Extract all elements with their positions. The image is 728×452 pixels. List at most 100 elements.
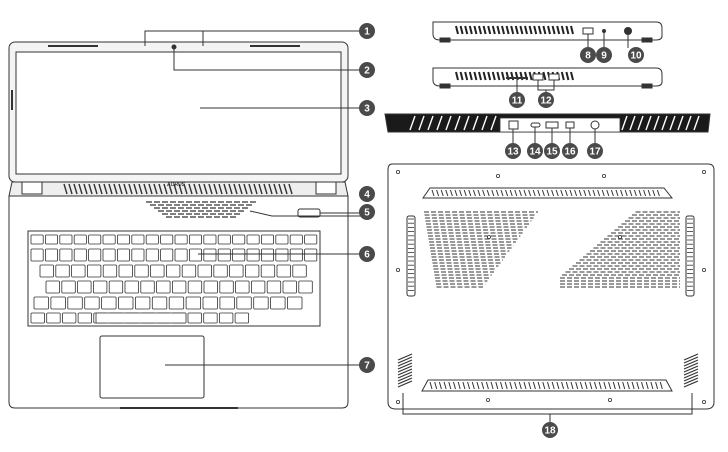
key [61, 280, 76, 294]
callout-badge-16 [562, 143, 578, 159]
callout-number: 5 [364, 208, 370, 219]
vent-slit [495, 189, 499, 197]
vent-slit [188, 183, 193, 195]
screws [395, 169, 707, 404]
callout-badge-10 [628, 47, 644, 63]
vent-slit [547, 381, 550, 390]
vent-slit [472, 189, 476, 197]
speaker-grille-line [397, 380, 413, 388]
vent-slit [98, 183, 103, 195]
speaker-grille-line [683, 380, 699, 388]
vent-slit [570, 25, 574, 35]
key [124, 280, 139, 294]
key [46, 312, 61, 324]
vent-slit [459, 189, 463, 197]
vent-slit [685, 115, 692, 131]
key [270, 296, 286, 310]
vent-slit [278, 183, 283, 195]
screw [495, 173, 500, 178]
vent-slit [203, 183, 208, 195]
key [287, 296, 303, 310]
vent-slit [615, 189, 619, 197]
vent-slit [464, 71, 469, 81]
key [203, 234, 217, 245]
vent-slit [509, 189, 513, 197]
vent-slit [514, 25, 519, 35]
brand-logo: AORUS [167, 182, 186, 188]
vent-slit [505, 189, 509, 197]
vent-slit [528, 25, 533, 35]
key [30, 234, 44, 245]
callout-number: 8 [585, 51, 591, 62]
callout-badge-1 [359, 23, 375, 39]
bottom-speakers [397, 353, 699, 388]
vent-slit [677, 115, 684, 131]
vent-slit [468, 71, 473, 81]
vent-slit [564, 189, 568, 197]
screw [702, 267, 707, 272]
leader-lines [144, 30, 693, 422]
speaker-grille-line [683, 362, 699, 370]
vent-slit [454, 115, 461, 131]
key [289, 248, 303, 262]
key [39, 264, 54, 278]
vent-slit [560, 25, 565, 35]
callout-badge-5 [359, 204, 375, 220]
vent-slit [518, 381, 522, 390]
vent-slit [653, 115, 660, 131]
vent-slit [198, 183, 203, 195]
vent-slit [547, 25, 551, 35]
vent-slit [570, 381, 574, 390]
screw [486, 234, 491, 239]
key [246, 248, 260, 262]
key [30, 312, 45, 324]
vent-slit [637, 115, 644, 131]
vent-slit [555, 189, 559, 197]
vent-slit [243, 183, 248, 195]
key [160, 248, 174, 262]
key [188, 248, 202, 262]
vent-slit [490, 381, 494, 390]
vent-slit [638, 189, 642, 197]
key [93, 280, 108, 294]
speaker-grille-line [397, 356, 413, 364]
vent-slit [532, 189, 536, 197]
vent-slit [537, 381, 541, 390]
right-side-vent [455, 25, 574, 35]
vent-slit [485, 381, 489, 390]
callout-badge-12 [538, 92, 554, 108]
vent-slit [565, 71, 570, 81]
key [102, 234, 116, 245]
usb-port-a-right [582, 27, 594, 35]
key [232, 248, 246, 262]
vent-slit [468, 25, 473, 35]
speaker-grille-line [397, 368, 413, 376]
vent-slit [645, 381, 649, 390]
key [275, 248, 289, 262]
callout-number: 10 [630, 51, 642, 62]
speaker-grille-line [683, 374, 699, 382]
speaker-grille-line [683, 356, 699, 364]
speaker-grille-line [397, 353, 413, 361]
vent-slit [647, 189, 651, 197]
callout-number: 13 [507, 147, 519, 158]
keyboard [27, 230, 321, 327]
key [232, 234, 246, 245]
vent-slit [589, 381, 593, 390]
vent-slit [78, 183, 83, 195]
vent-slit [472, 115, 479, 131]
vent-slit [643, 189, 647, 197]
speaker-grille-line [397, 365, 413, 373]
vent-slit [542, 71, 547, 81]
vent-slit [510, 25, 515, 35]
key [145, 234, 159, 245]
vent-slit [528, 71, 533, 81]
key [62, 312, 77, 324]
vent-slit [208, 183, 213, 195]
callout-number: 7 [364, 361, 370, 372]
display-panel [15, 51, 342, 175]
key [174, 234, 188, 245]
key [282, 280, 297, 294]
key [140, 280, 155, 294]
vent-slit [561, 381, 565, 390]
